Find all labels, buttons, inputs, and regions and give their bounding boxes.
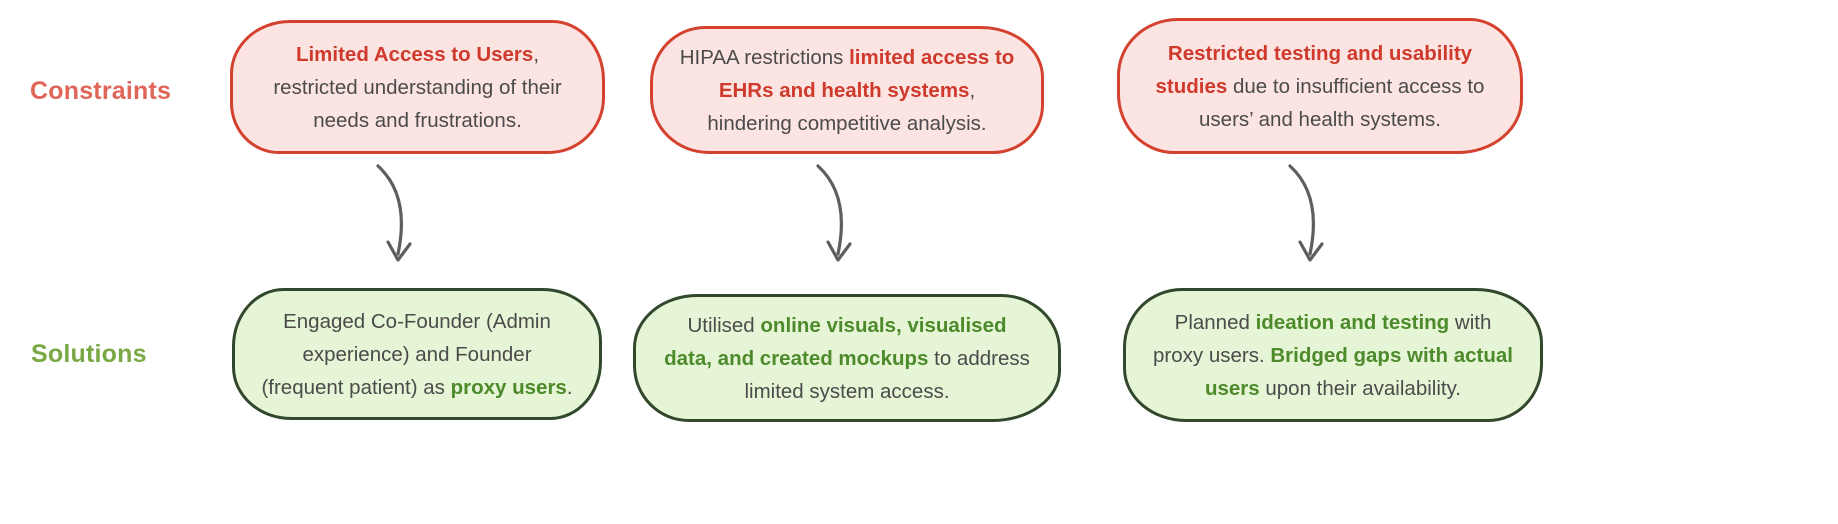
constraint-card-2[interactable]: HIPAA restrictions limited access to EHR…: [650, 26, 1044, 154]
arrow-down-icon-3: [1288, 164, 1324, 262]
solution-card-3[interactable]: Planned ideation and testing with proxy …: [1123, 288, 1543, 422]
solution-card-2[interactable]: Utilised online visuals, visualised data…: [633, 294, 1061, 422]
constraint-card-1-text: Limited Access to Users, restricted unde…: [273, 42, 562, 132]
constraint-card-3[interactable]: Restricted testing and usability studies…: [1117, 18, 1523, 154]
constraint-card-1[interactable]: Limited Access to Users, restricted unde…: [230, 20, 605, 154]
row-label-constraints: Constraints: [30, 77, 172, 105]
solution-card-3-text: Planned ideation and testing with proxy …: [1153, 310, 1513, 400]
arrow-down-icon-2: [816, 164, 852, 262]
constraint-card-3-text: Restricted testing and usability studies…: [1155, 41, 1485, 131]
row-label-solutions: Solutions: [31, 340, 147, 368]
solution-card-2-text: Utilised online visuals, visualised data…: [664, 313, 1030, 403]
solution-card-1-text: Engaged Co-Founder (Admin experience) an…: [261, 309, 573, 399]
solution-card-1[interactable]: Engaged Co-Founder (Admin experience) an…: [232, 288, 602, 420]
constraint-card-2-text: HIPAA restrictions limited access to EHR…: [679, 45, 1015, 135]
arrow-down-icon-1: [376, 164, 412, 262]
